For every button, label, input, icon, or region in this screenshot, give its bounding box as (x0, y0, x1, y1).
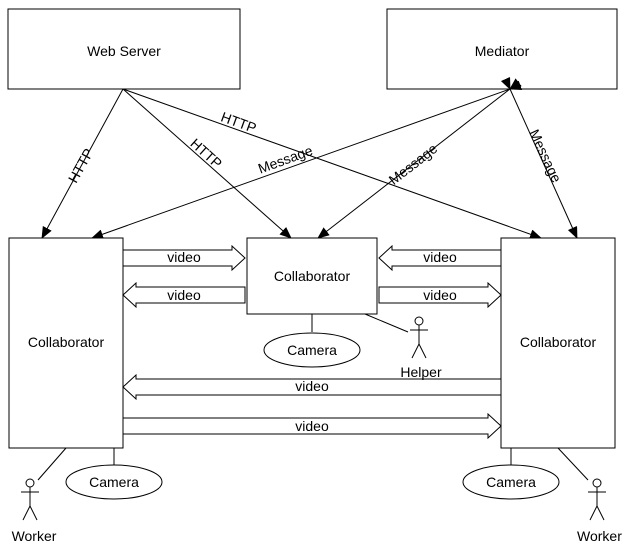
video-label: video (295, 418, 329, 434)
video-arrow-center-to-left: video (122, 281, 246, 309)
http-label-center: HTTP (187, 135, 225, 171)
worker-right-label: Worker (577, 528, 622, 544)
collaborator-left-label: Collaborator (28, 334, 105, 350)
worker-right-actor: Worker (557, 447, 622, 544)
video-label: video (295, 378, 329, 394)
camera-right: Camera (462, 448, 560, 500)
http-label-left: HTTP (65, 146, 97, 186)
person-icon (588, 478, 606, 521)
video-label: video (423, 249, 457, 265)
message-label-right: Message (526, 127, 565, 185)
http-label-right: HTTP (219, 109, 259, 137)
web-server-label: Web Server (87, 43, 161, 59)
collaborator-center-label: Collaborator (274, 268, 351, 284)
person-icon (410, 316, 428, 359)
message-label-center: Message (386, 140, 441, 188)
collaborator-left-node: Collaborator (8, 237, 124, 449)
camera-right-label: Camera (486, 474, 536, 490)
camera-center-label: Camera (287, 342, 337, 358)
web-server-node: Web Server (7, 8, 241, 90)
camera-left-label: Camera (89, 474, 139, 490)
camera-left: Camera (65, 448, 163, 500)
video-arrow-left-to-center: video (122, 244, 246, 272)
helper-label: Helper (400, 364, 442, 380)
message-connection-center: Message (317, 78, 522, 239)
collaborator-right-label: Collaborator (520, 334, 597, 350)
worker-left-actor: Worker (12, 447, 67, 544)
collaborator-center-node: Collaborator (246, 237, 378, 315)
video-arrow-left-to-right: video (122, 412, 502, 440)
person-icon (21, 478, 39, 521)
video-arrow-right-to-center: video (378, 244, 502, 272)
camera-center: Camera (263, 314, 361, 368)
message-connection-right: Message (500, 76, 578, 239)
collaborator-right-node: Collaborator (500, 237, 616, 449)
worker-left-label: Worker (12, 528, 57, 544)
video-arrow-right-to-left: video (122, 373, 502, 401)
http-connection-left: HTTP (41, 88, 124, 239)
video-label: video (167, 249, 201, 265)
helper-actor: Helper (364, 313, 442, 380)
mediator-node: Mediator (386, 8, 618, 90)
video-arrow-center-to-right: video (378, 281, 502, 309)
http-connection-right: HTTP (122, 88, 542, 240)
mediator-label: Mediator (475, 43, 530, 59)
video-label: video (423, 287, 457, 303)
message-connection-left: Message (91, 80, 523, 240)
video-label: video (167, 287, 201, 303)
